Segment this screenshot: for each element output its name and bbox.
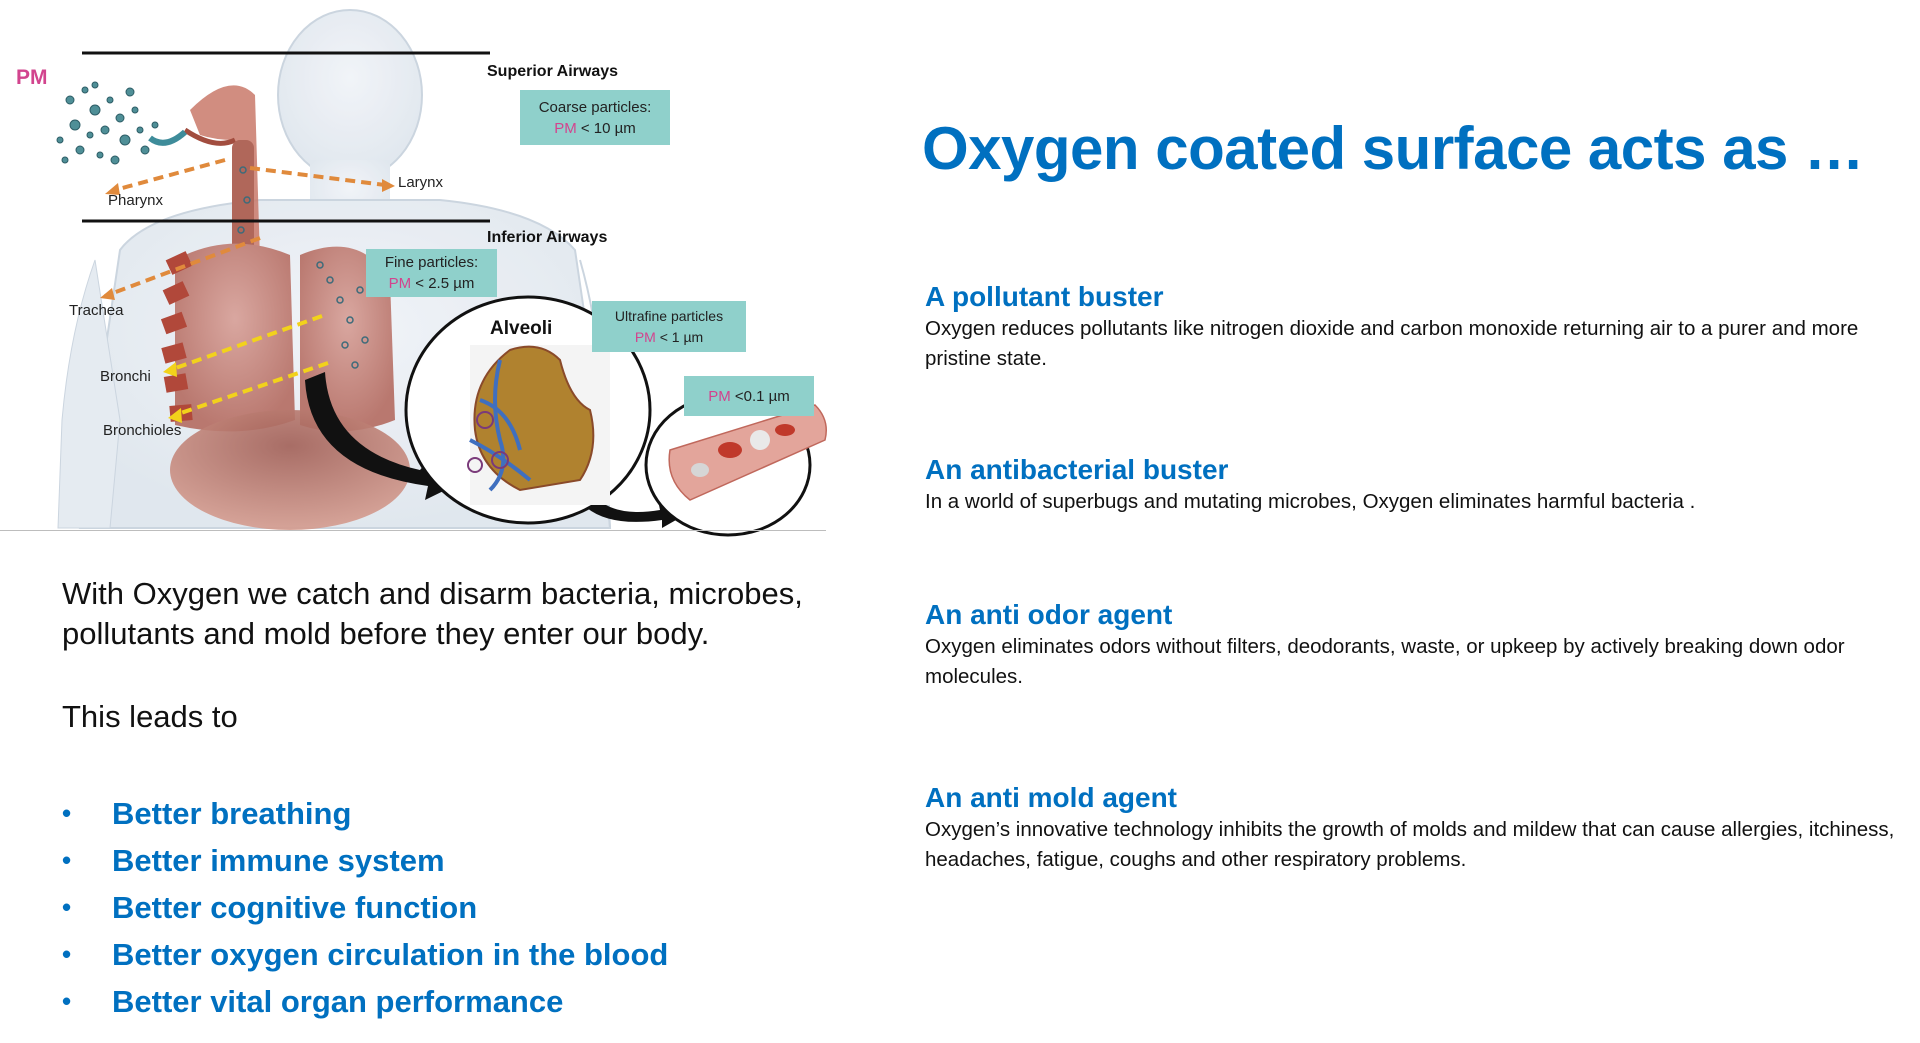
page-title: Oxygen coated surface acts as …: [922, 115, 1864, 182]
trachea-label: Trachea: [69, 302, 124, 319]
benefits-list: •Better breathing •Better immune system …: [62, 790, 668, 1025]
feature-anti-mold-agent: An anti mold agent Oxygen’s innovative t…: [925, 781, 1915, 875]
benefit-item: •Better breathing: [62, 790, 668, 837]
bullet-icon: •: [62, 798, 72, 828]
feature-antibacterial-buster: An antibacterial buster In a world of su…: [925, 453, 1915, 517]
bullet-icon: •: [62, 892, 72, 922]
larynx-label: Larynx: [398, 174, 444, 191]
feature-pollutant-buster: A pollutant buster Oxygen reduces pollut…: [925, 280, 1915, 374]
leads-to-text: This leads to: [62, 699, 238, 734]
inhale-arrow: [148, 129, 188, 146]
benefit-item: •Better cognitive function: [62, 884, 668, 931]
fine-particles-box: Fine particles: PM < 2.5 µm: [366, 249, 497, 297]
benefit-item: •Better oxygen circulation in the blood: [62, 931, 668, 978]
box-value: PM <0.1 µm: [708, 387, 790, 405]
intro-line-1: With Oxygen we catch and disarm bacteria…: [62, 576, 803, 611]
box-title: Ultrafine particles: [614, 307, 724, 324]
to-capillary-arrow: [572, 480, 690, 528]
ultrafine-particles-box: Ultrafine particles PM < 1 µm: [592, 301, 746, 352]
feature-anti-odor-agent: An anti odor agent Oxygen eliminates odo…: [925, 598, 1915, 692]
bronchi-label: Bronchi: [100, 368, 151, 385]
inferior-airways-label: Inferior Airways: [487, 229, 608, 246]
feature-heading: A pollutant buster: [925, 281, 1164, 312]
bronchioles-label: Bronchioles: [103, 422, 182, 439]
bullet-icon: •: [62, 986, 72, 1016]
feature-body: In a world of superbugs and mutating mic…: [925, 490, 1696, 513]
bullet-icon: •: [62, 939, 72, 969]
particle-cloud: [56, 81, 159, 165]
feature-body: Oxygen’s innovative technology inhibits …: [925, 818, 1895, 871]
box-title: Fine particles:: [384, 254, 479, 271]
box-value: PM < 1 µm: [634, 328, 704, 345]
pharynx-label: Pharynx: [108, 192, 164, 209]
respiratory-illustration: [56, 9, 827, 537]
pm-label: PM: [16, 66, 48, 89]
feature-body: Oxygen reduces pollutants like nitrogen …: [925, 317, 1859, 370]
feature-heading: An anti mold agent: [925, 782, 1177, 813]
bullet-icon: •: [62, 845, 72, 875]
alveoli-label: Alveoli: [490, 318, 553, 339]
feature-body: Oxygen eliminates odors without filters,…: [925, 635, 1845, 688]
feature-heading: An antibacterial buster: [925, 454, 1229, 485]
intro-line-2: pollutants and mold before they enter ou…: [62, 616, 710, 651]
diagram-divider: [0, 530, 826, 531]
coarse-particles-box: Coarse particles: PM < 10 µm: [520, 90, 670, 145]
benefit-item: •Better immune system: [62, 837, 668, 884]
feature-heading: An anti odor agent: [925, 599, 1173, 630]
benefit-item: •Better vital organ performance: [62, 978, 668, 1025]
box-value: PM < 10 µm: [554, 119, 636, 137]
box-title: Coarse particles:: [538, 98, 652, 116]
box-value: PM < 2.5 µm: [388, 275, 475, 292]
nano-particles-box: PM <0.1 µm: [684, 376, 814, 416]
respiratory-diagram: PM Superior Airways Inferior Airways Pha…: [0, 0, 840, 540]
superior-airways-label: Superior Airways: [487, 63, 619, 80]
